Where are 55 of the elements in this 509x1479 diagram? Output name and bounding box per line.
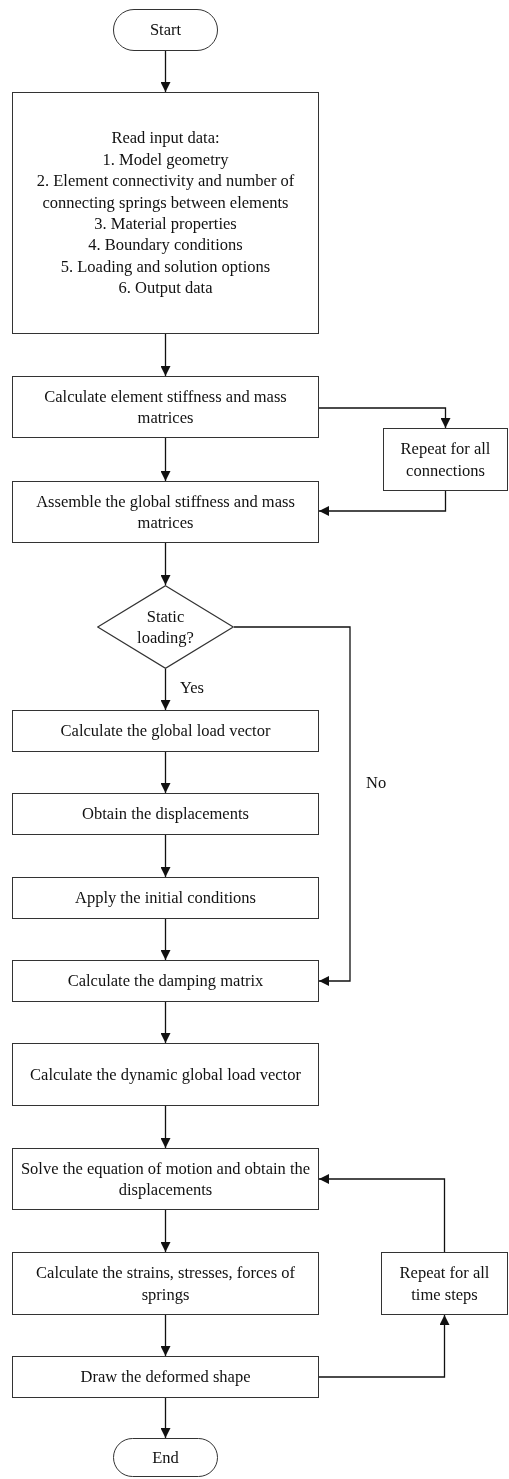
- step-text: Assemble the global stiffness and mass matrices: [35, 490, 296, 534]
- step-text: Calculate the strains, stresses, forces of springs: [35, 1262, 296, 1305]
- step-text: Apply the initial conditions: [75, 887, 256, 909]
- step-text: Calculate the global load vector: [60, 720, 271, 742]
- arrow: [160, 668, 171, 711]
- process-box: [12, 710, 319, 752]
- step-text: Repeat for all time steps: [398, 1262, 491, 1305]
- arrow: [160, 918, 171, 961]
- arrow: [160, 1397, 171, 1439]
- terminal-pill: [113, 1438, 218, 1477]
- arrow: [318, 1314, 450, 1378]
- step-text: 5. Loading and solution options: [60, 255, 271, 278]
- step-text: Calculate the damping matrix: [67, 970, 264, 992]
- step-text: 2. Element connectivity and number of connecting springs between elements: [35, 170, 296, 213]
- arrow: [160, 834, 171, 878]
- step-text: Read input data:: [111, 127, 220, 149]
- step-text: Static loading?: [136, 605, 195, 649]
- step-text: Solve the equation of motion and obtain the displacements: [19, 1157, 312, 1201]
- arrow: [160, 1105, 171, 1149]
- step-text: 3. Material properties: [94, 213, 237, 235]
- process-box: [12, 960, 319, 1002]
- arrow: [318, 490, 447, 516]
- step-text: 1. Model geometry: [102, 148, 229, 171]
- process-box: [381, 1252, 508, 1315]
- process-box: [12, 481, 319, 543]
- process-box: [12, 1148, 319, 1210]
- arrow: [160, 1209, 171, 1253]
- process-box: [12, 1043, 319, 1106]
- terminal-pill: [113, 9, 218, 51]
- step-text: Start: [149, 19, 182, 41]
- process-box: [383, 428, 508, 491]
- step-text: 4. Boundary conditions: [88, 234, 243, 256]
- arrow: [160, 751, 171, 794]
- process-box: [12, 1252, 319, 1315]
- arrow: [318, 407, 451, 429]
- step-text: Obtain the displacements: [82, 803, 249, 825]
- arrow: [160, 437, 171, 482]
- step-text: Repeat for all connections: [399, 438, 492, 481]
- process-box: [12, 877, 319, 919]
- process-box: [12, 793, 319, 835]
- step-text: End: [152, 1446, 179, 1469]
- arrow: [160, 542, 171, 586]
- arrow: [318, 1174, 446, 1253]
- process-box: [12, 1356, 319, 1398]
- step-text: Calculate the dynamic global load vector: [30, 1063, 301, 1086]
- step-text: Calculate element stiffness and mass matrices: [43, 385, 288, 429]
- process-box: [12, 376, 319, 438]
- arrow: [233, 626, 351, 986]
- arrow: [160, 1001, 171, 1044]
- arrow: [160, 1314, 171, 1357]
- arrow: [160, 333, 171, 377]
- step-text: Draw the deformed shape: [80, 1366, 251, 1388]
- process-box: [12, 92, 319, 334]
- step-text: 6. Output data: [118, 277, 213, 299]
- arrow: [160, 50, 171, 93]
